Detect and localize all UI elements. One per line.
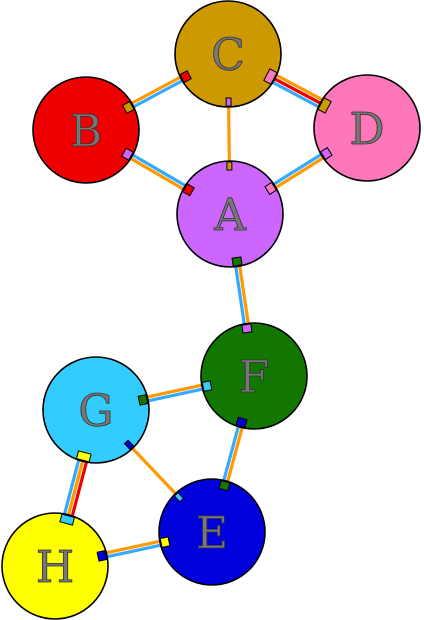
edge-line (222, 426, 240, 481)
port-marker-C-B (179, 70, 192, 84)
edge-line (275, 73, 323, 101)
node-label: G (78, 386, 113, 437)
edge-F-E (222, 426, 244, 482)
port-marker-D-A (319, 146, 333, 161)
edge-line (66, 460, 85, 516)
port-marker-C-A (225, 97, 232, 107)
edge-line (272, 81, 320, 109)
edge-line (106, 543, 161, 559)
edge-G-F (147, 383, 203, 403)
node-label: E (196, 508, 228, 559)
port-marker-F-A (241, 323, 253, 334)
edge-line (132, 79, 183, 109)
edge-G-H (63, 459, 88, 517)
edge-line (147, 383, 203, 399)
edge-line (63, 459, 81, 515)
port-marker-A-C (226, 161, 233, 171)
edge-line (234, 266, 246, 325)
edge-B-A (129, 153, 187, 191)
port-marker-B-C (122, 100, 135, 114)
node-H: H (1, 512, 109, 620)
node-C: C (174, 0, 282, 108)
node-D: D (313, 74, 421, 182)
edge-line (238, 265, 250, 324)
edge-line (272, 153, 322, 186)
port-marker-C-D (263, 68, 278, 85)
port-marker-F-E (235, 416, 248, 429)
port-marker-F-G (201, 380, 213, 392)
edge-line (106, 539, 161, 555)
edge-line (129, 157, 185, 191)
node-label: A (213, 190, 247, 241)
port-marker-G-F (137, 394, 149, 406)
edge-A-F (234, 265, 250, 325)
port-marker-D-C (317, 97, 332, 114)
node-F: F (200, 322, 308, 430)
edge-line (131, 447, 177, 495)
port-marker-G-H (75, 450, 92, 463)
edge-line (227, 106, 231, 162)
edge-B-C (131, 75, 183, 109)
node-circle (174, 0, 282, 108)
node-circle (313, 74, 421, 182)
edge-line (226, 427, 244, 482)
node-G: G (42, 356, 150, 464)
edge-line (275, 156, 325, 189)
edge-C-A (227, 106, 231, 162)
node-circle (176, 160, 284, 268)
port-marker-E-H (159, 536, 171, 548)
node-label: C (211, 30, 245, 81)
node-A: A (176, 160, 284, 268)
node-E: E (158, 478, 266, 586)
edge-line (274, 77, 321, 105)
node-circle (158, 478, 266, 586)
node-circle (200, 322, 308, 430)
port-marker-A-B (182, 183, 195, 197)
port-marker-E-F (218, 479, 231, 492)
node-label: H (36, 542, 74, 593)
node-circle (1, 512, 109, 620)
edge-line (131, 153, 187, 187)
node-label: F (239, 352, 270, 403)
port-marker-A-D (264, 181, 278, 196)
node-label: D (349, 104, 384, 155)
edge-C-D (272, 73, 323, 109)
edge-line (70, 461, 88, 517)
edge-line (147, 387, 203, 403)
port-marker-E-G (173, 491, 185, 503)
port-marker-H-E (96, 550, 108, 562)
node-circle (42, 356, 150, 464)
port-marker-H-G (59, 513, 76, 526)
port-marker-A-F (231, 256, 243, 267)
port-marker-B-A (121, 147, 134, 161)
edge-line (131, 75, 182, 105)
edge-H-E (106, 539, 161, 559)
edges-layer (63, 73, 325, 559)
edge-D-A (272, 153, 325, 189)
node-circle (32, 76, 140, 184)
node-B: B (32, 76, 140, 184)
node-label: B (70, 106, 102, 157)
port-marker-G-E (123, 439, 135, 451)
edge-G-E (131, 447, 177, 495)
